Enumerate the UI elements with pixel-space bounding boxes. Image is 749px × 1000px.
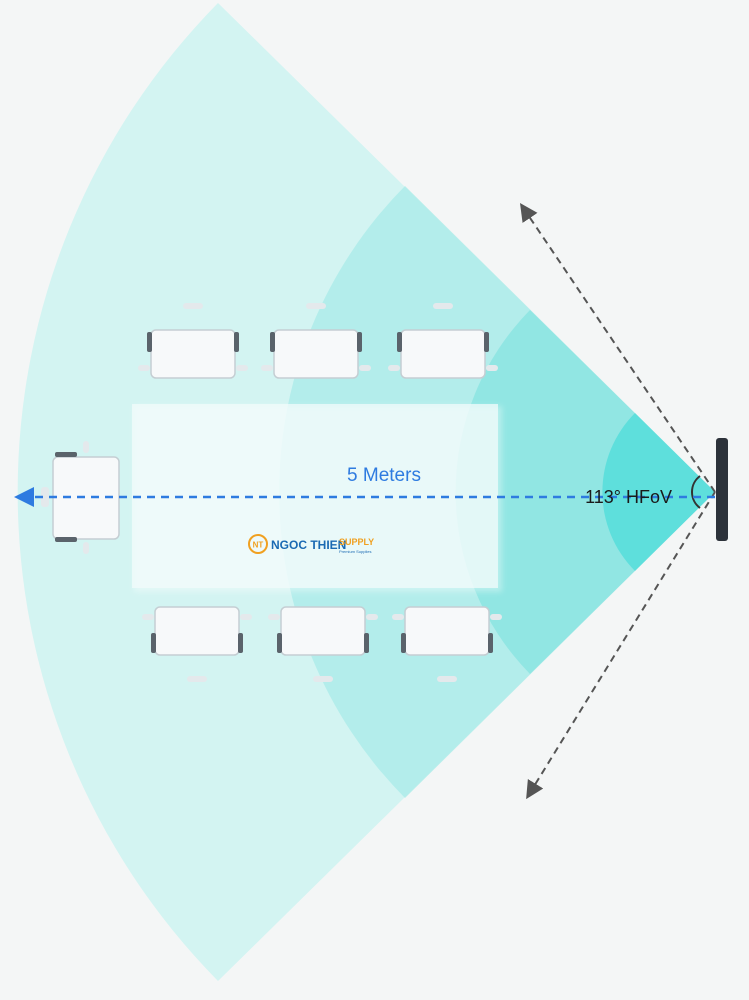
fov-angle-arc — [691, 475, 701, 509]
fov-label: 113° HFoV — [585, 487, 672, 507]
fov-arrow-upper — [519, 203, 716, 493]
fov-wedge-inner — [455, 310, 715, 674]
chairs-top-row — [138, 303, 498, 379]
fov-wedge-core — [602, 413, 715, 571]
logo-badge: NT — [253, 541, 264, 550]
chair — [392, 606, 502, 682]
camera-device — [691, 438, 728, 541]
chair — [388, 303, 498, 379]
chair — [142, 606, 252, 682]
chair — [261, 303, 371, 379]
logo-brand: NGOC THIEN — [271, 538, 346, 552]
distance-label: 5 Meters — [347, 465, 421, 486]
fov-boundary-arrows — [519, 203, 716, 800]
chairs-bottom-row — [142, 606, 502, 682]
logo-suffix: SUPPLY — [339, 537, 374, 547]
watermark-logo: NT NGOC THIEN SUPPLY Premium Supplies — [248, 534, 374, 554]
chair — [268, 606, 378, 682]
chair-head-of-table — [41, 441, 120, 554]
camera-bar — [716, 438, 728, 541]
logo-tagline: Premium Supplies — [339, 549, 371, 554]
chair — [138, 303, 248, 379]
logo-badge-icon — [248, 534, 268, 554]
